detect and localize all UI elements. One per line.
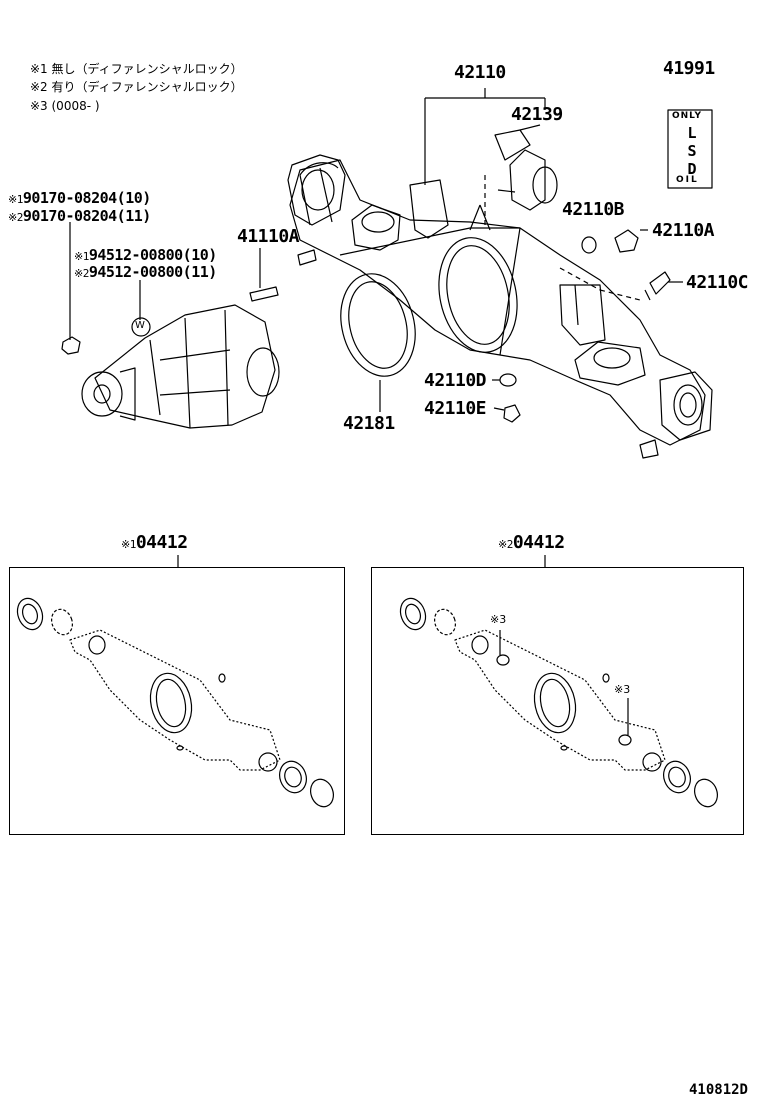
differential-carrier — [94, 304, 276, 429]
gasket-kit-2-art — [399, 597, 718, 808]
part-42110: 42110 — [454, 62, 506, 83]
part-42110E: 42110E — [424, 398, 487, 419]
diagram-code: 410812D — [688, 1082, 748, 1098]
note-1: ※1 無し（ディファレンシャルロック） — [30, 62, 243, 76]
part-42110C: 42110C — [686, 272, 749, 293]
mark-3-upper: ※3 — [490, 613, 507, 626]
axle-housing — [289, 159, 706, 446]
gasket-kit-1-box — [9, 567, 345, 835]
part-90170-variant-2: ※290170-08204(11) — [8, 207, 151, 225]
gasket-kit-2-box — [371, 567, 744, 835]
note-2: ※2 有り（ディファレンシャルロック） — [30, 80, 243, 94]
part-94512-variant-2: ※294512-00800(11) — [74, 263, 217, 281]
mark-3-lower: ※3 — [614, 683, 631, 696]
part-42110A-right: 42110A — [652, 220, 715, 241]
washer-symbol: W — [135, 320, 145, 331]
washer-circle — [131, 317, 151, 337]
part-94512-variant-1: ※194512-00800(10) — [74, 246, 217, 264]
label-only-text: ONLY — [672, 111, 703, 121]
part-04412-kit-2: ※204412 — [498, 532, 565, 553]
part-42139: 42139 — [511, 104, 563, 125]
part-04412-kit-1: ※104412 — [121, 532, 188, 553]
part-41991: 41991 — [663, 58, 715, 79]
part-90170-variant-1: ※190170-08204(10) — [8, 189, 151, 207]
gasket-kit-1-art — [16, 597, 334, 808]
note-3: ※3 (0008- ) — [30, 99, 100, 113]
label-lsd-text: LSD — [683, 124, 701, 178]
part-41110A: 41110A — [237, 226, 300, 247]
label-oil-text: OIL — [676, 175, 699, 185]
lsd-oil-label — [667, 109, 713, 189]
gasket-outer — [340, 273, 416, 377]
part-42110B: 42110B — [562, 199, 625, 220]
part-42181: 42181 — [343, 413, 395, 434]
part-42110D: 42110D — [424, 370, 487, 391]
